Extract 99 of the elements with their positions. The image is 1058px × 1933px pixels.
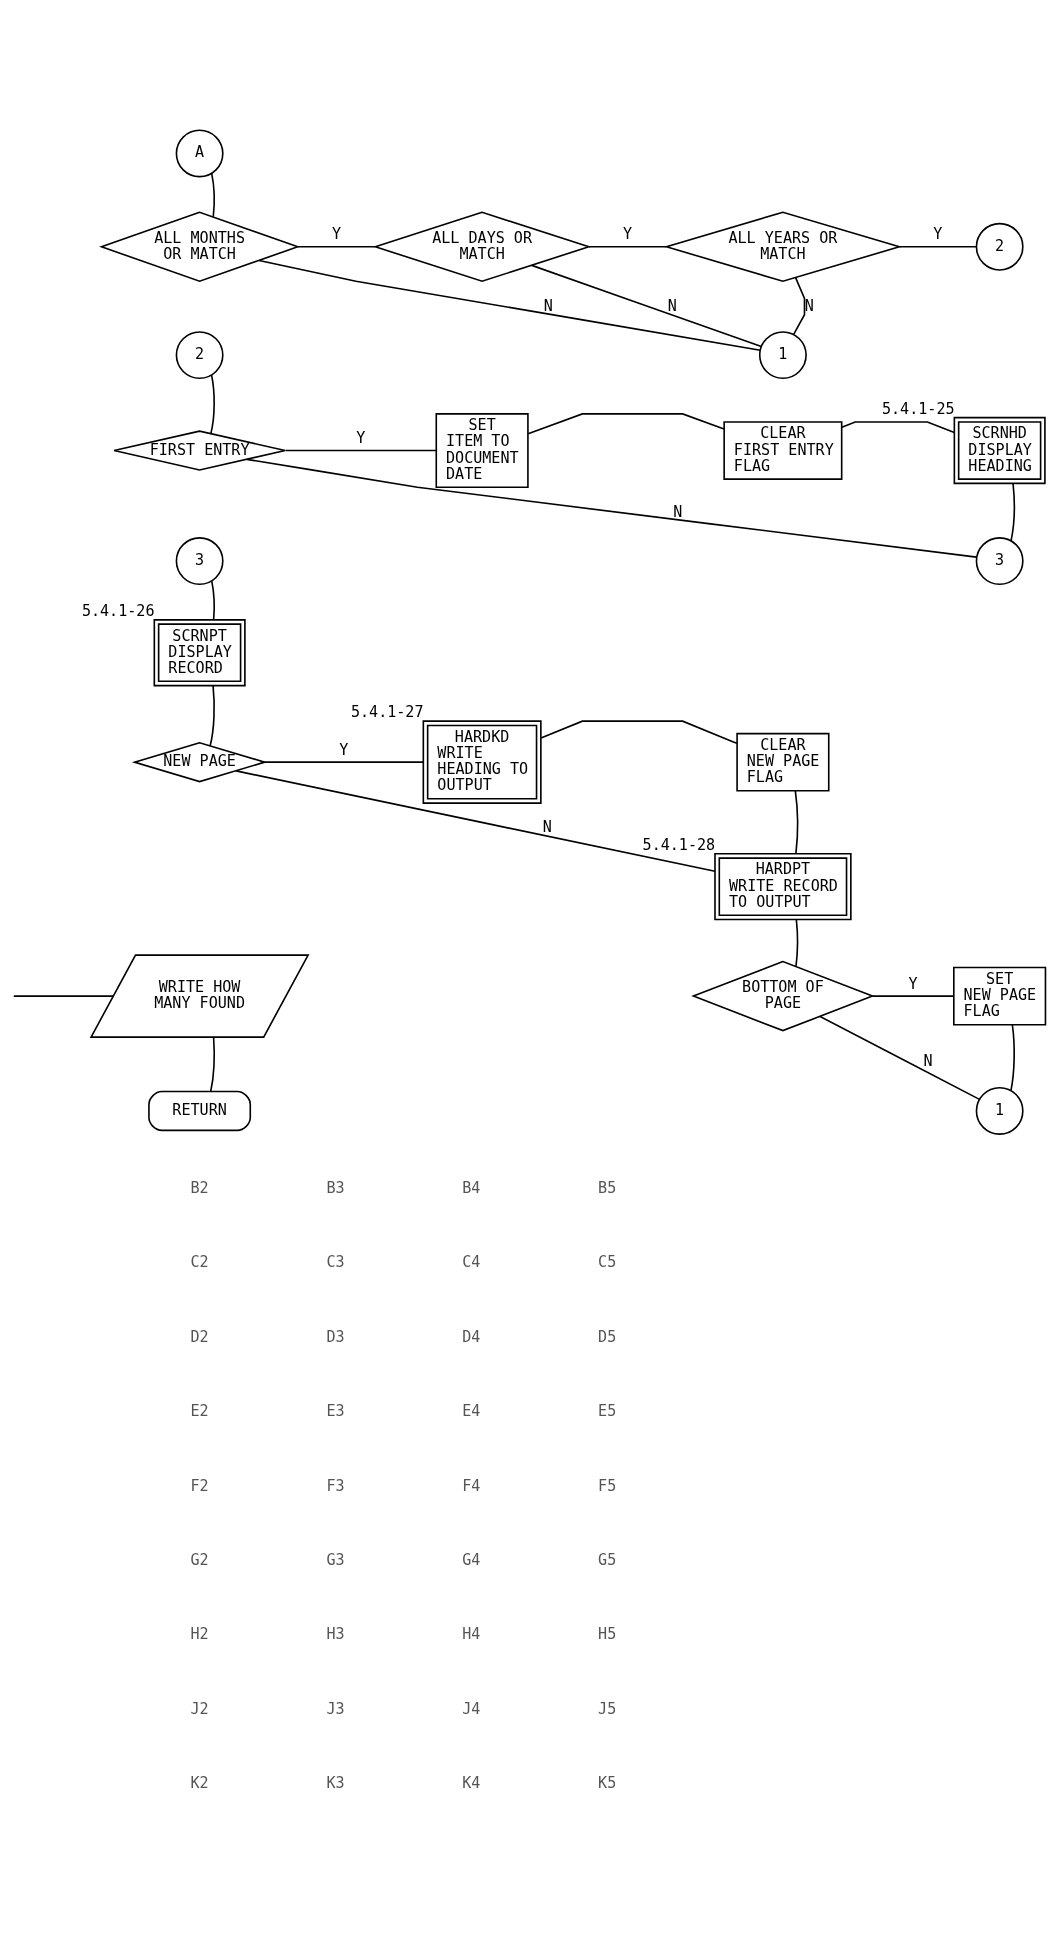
node-diamond: ALL MONTHS OR MATCH bbox=[99, 210, 301, 282]
edge-label: Y bbox=[339, 740, 349, 759]
connector bbox=[530, 264, 763, 347]
connector bbox=[527, 412, 725, 434]
label: F5 bbox=[598, 1476, 617, 1495]
node-diamond: ALL YEARS OR MATCH bbox=[663, 210, 903, 282]
edge-label: N bbox=[667, 296, 677, 315]
node-circle: 2 bbox=[975, 222, 1024, 271]
label: J5 bbox=[598, 1699, 617, 1718]
label: F4 bbox=[462, 1476, 481, 1495]
node-label: 5.4.1-25 bbox=[881, 399, 955, 418]
connector bbox=[284, 449, 437, 451]
node-circle: 1 bbox=[975, 1086, 1024, 1135]
node-box: HARDKD WRITE HEADING TO OUTPUT bbox=[422, 719, 542, 804]
connector bbox=[235, 769, 716, 872]
label: K5 bbox=[598, 1773, 617, 1792]
label: C2 bbox=[190, 1253, 209, 1271]
label: K3 bbox=[326, 1773, 345, 1792]
label: K2 bbox=[190, 1773, 209, 1792]
node-circle: 1 bbox=[758, 330, 807, 379]
node-circle: A bbox=[175, 129, 224, 177]
connector bbox=[246, 458, 978, 558]
label: C4 bbox=[462, 1253, 481, 1271]
edge-label: Y bbox=[332, 224, 342, 243]
label: J4 bbox=[462, 1699, 481, 1718]
label: G5 bbox=[598, 1550, 617, 1569]
node-circle: 2 bbox=[175, 330, 224, 379]
connector bbox=[210, 172, 215, 218]
connector bbox=[263, 760, 424, 763]
label: F3 bbox=[326, 1476, 345, 1495]
label: J2 bbox=[190, 1699, 209, 1718]
connector bbox=[898, 245, 978, 248]
label: B4 bbox=[462, 1178, 481, 1197]
label: G3 bbox=[326, 1550, 345, 1569]
connector bbox=[210, 373, 215, 434]
label: F2 bbox=[190, 1476, 209, 1495]
label: H4 bbox=[462, 1624, 481, 1643]
edge-label: N bbox=[542, 817, 552, 836]
label: K4 bbox=[462, 1773, 481, 1792]
node-label: 5.4.1-28 bbox=[642, 835, 716, 854]
node-label: 5.4.1-27 bbox=[350, 702, 424, 721]
node-box: SET ITEM TO DOCUMENT DATE bbox=[435, 412, 529, 488]
label: D2 bbox=[190, 1327, 209, 1346]
connector bbox=[540, 719, 738, 744]
label: H5 bbox=[598, 1624, 617, 1643]
connector bbox=[588, 245, 667, 248]
connector bbox=[297, 245, 376, 248]
edge-label: N bbox=[673, 502, 683, 521]
node-diamond: NEW PAGE bbox=[131, 741, 268, 782]
label: B5 bbox=[598, 1178, 617, 1197]
connector bbox=[792, 276, 806, 335]
node-diamond: ALL DAYS OR MATCH bbox=[372, 210, 592, 282]
connector bbox=[209, 1035, 215, 1092]
edge-label: Y bbox=[908, 974, 918, 993]
label: H3 bbox=[326, 1624, 345, 1643]
connector bbox=[795, 918, 799, 967]
label: H2 bbox=[190, 1624, 209, 1643]
connector bbox=[210, 579, 215, 620]
edge-label: N bbox=[543, 296, 553, 315]
label: E5 bbox=[598, 1401, 617, 1420]
label: G4 bbox=[462, 1550, 481, 1569]
node-box: SCRNPT DISPLAY RECORD bbox=[153, 618, 246, 686]
label: B2 bbox=[190, 1178, 209, 1197]
label: D5 bbox=[598, 1327, 617, 1346]
node-circle: 3 bbox=[175, 536, 224, 585]
label: G2 bbox=[190, 1550, 209, 1569]
label: E2 bbox=[190, 1401, 209, 1420]
label: D4 bbox=[462, 1327, 481, 1346]
node-diamond: BOTTOM OF PAGE bbox=[691, 960, 875, 1031]
edge-label: Y bbox=[356, 428, 366, 447]
connector bbox=[1010, 1023, 1015, 1091]
node-box: CLEAR FIRST ENTRY FLAG bbox=[723, 420, 843, 480]
edge-label: Y bbox=[933, 224, 943, 243]
connector bbox=[871, 994, 955, 997]
node-box: HARDPT WRITE RECORD TO OUTPUT bbox=[714, 852, 852, 920]
connector bbox=[841, 420, 956, 433]
label: B3 bbox=[326, 1178, 345, 1197]
connector bbox=[209, 684, 215, 747]
label: C5 bbox=[598, 1253, 617, 1271]
node-box: SET NEW PAGE FLAG bbox=[953, 966, 1047, 1025]
edge-label: Y bbox=[623, 224, 633, 243]
connector bbox=[819, 1015, 981, 1100]
label: C3 bbox=[326, 1253, 345, 1271]
connector bbox=[12, 994, 114, 997]
node-circle: 3 bbox=[975, 536, 1024, 585]
connector bbox=[794, 789, 799, 854]
label: E3 bbox=[326, 1401, 345, 1420]
edge-label: N bbox=[804, 296, 814, 315]
node-box: RETURN bbox=[148, 1090, 252, 1131]
node-label: 5.4.1-26 bbox=[81, 601, 155, 620]
label: J3 bbox=[326, 1699, 345, 1718]
edge-label: N bbox=[923, 1051, 933, 1070]
label: E4 bbox=[462, 1401, 481, 1420]
connector bbox=[258, 259, 762, 351]
node-box: CLEAR NEW PAGE FLAG bbox=[736, 732, 830, 791]
node-box: SCRNHD DISPLAY HEADING bbox=[953, 416, 1046, 484]
label: D3 bbox=[326, 1327, 345, 1346]
node-diamond: FIRST ENTRY bbox=[113, 429, 286, 471]
connector bbox=[1010, 482, 1015, 542]
